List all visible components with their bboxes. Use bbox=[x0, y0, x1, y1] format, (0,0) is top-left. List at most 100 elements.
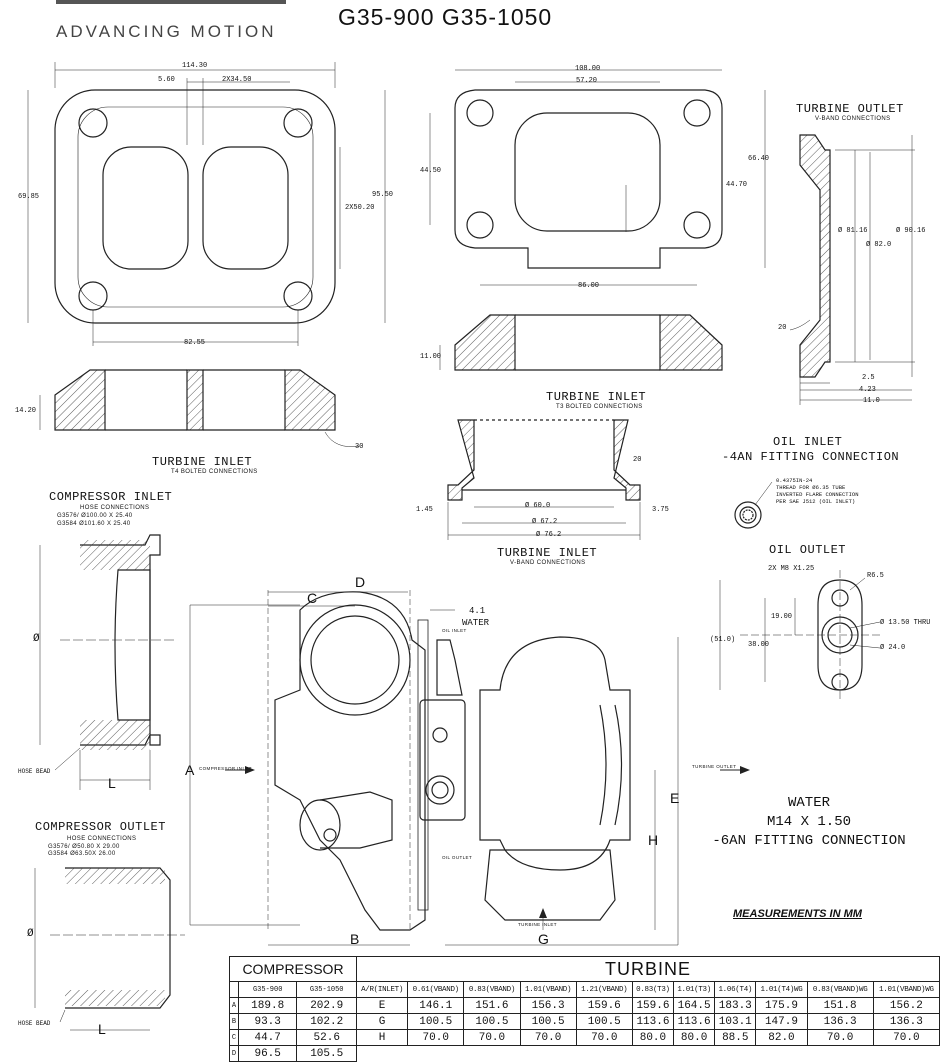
assembly-turbine-outlet-note: TURBINE OUTLET bbox=[692, 764, 737, 769]
vband-inlet-subtitle: V-BAND CONNECTIONS bbox=[510, 560, 586, 566]
t3-dim-width: 108.00 bbox=[575, 65, 601, 73]
turbine-table-header-cell: 1.01(VBAND)WG bbox=[872, 981, 940, 998]
table-cell: 147.9 bbox=[755, 1013, 808, 1030]
table-cell: 82.0 bbox=[755, 1029, 808, 1046]
table-cell: 136.3 bbox=[806, 1013, 874, 1030]
turbine-outlet-d2: Ø 82.0 bbox=[866, 241, 892, 249]
table-cell: 202.9 bbox=[296, 997, 357, 1014]
table-cell: 151.8 bbox=[806, 997, 874, 1014]
compressor-table-header-cell bbox=[229, 981, 239, 998]
table-cell: 52.6 bbox=[296, 1029, 357, 1046]
table-row: A 189.8 202.9 bbox=[229, 997, 357, 1014]
table-cell: 183.3 bbox=[714, 997, 757, 1014]
t3-flange-view bbox=[429, 69, 766, 286]
compressor-inlet-diam: Ø bbox=[33, 633, 40, 645]
assembly-oil-outlet-note: OIL OUTLET bbox=[442, 855, 473, 860]
turbine-outlet-w1: 2.5 bbox=[862, 374, 875, 382]
assembly-label-b: B bbox=[350, 931, 360, 947]
turbine-outlet-w3: 11.0 bbox=[863, 397, 880, 405]
compressor-inlet-length: L bbox=[108, 775, 116, 791]
units-note: MEASUREMENTS IN MM bbox=[733, 908, 862, 920]
turbine-table-header-cell: 0.83(VBAND)WG bbox=[806, 981, 874, 998]
compressor-outlet-spec-1: G3576/ Ø50.80 X 29.00 bbox=[48, 844, 120, 850]
table-row: D 96.5 105.5 bbox=[229, 1045, 357, 1062]
oil-outlet-spacing: 38.00 bbox=[748, 641, 770, 649]
compressor-table-header-cell: G35-1050 bbox=[296, 981, 357, 998]
oil-outlet-title: OIL OUTLET bbox=[769, 543, 847, 557]
row-label: G bbox=[355, 1013, 409, 1030]
turbine-table-header-cell: 1.21(VBAND) bbox=[575, 981, 633, 998]
assembly-water-label: WATER bbox=[462, 618, 490, 628]
assembly-label-c: C bbox=[307, 590, 318, 606]
table-cell: 189.8 bbox=[237, 997, 298, 1014]
table-cell: 103.1 bbox=[714, 1013, 757, 1030]
table-cell: 164.5 bbox=[673, 997, 716, 1014]
vband-inlet-angle: 20 bbox=[633, 456, 642, 464]
turbine-outlet-w2: 4.23 bbox=[859, 386, 876, 394]
t4-dim-thickness: 14.20 bbox=[15, 407, 37, 415]
compressor-inlet-spec-1: G3576/ Ø100.00 X 25.40 bbox=[57, 513, 133, 519]
compressor-inlet-spec-2: G3584 Ø101.60 X 25.40 bbox=[57, 521, 131, 527]
table-cell: 102.2 bbox=[296, 1013, 357, 1030]
table-row: G 100.5 100.5 100.5 100.5 113.6 113.6 10… bbox=[355, 1013, 940, 1030]
table-cell: 70.0 bbox=[463, 1029, 521, 1046]
t4-flange-section bbox=[39, 369, 361, 447]
table-cell: 156.2 bbox=[872, 997, 940, 1014]
t3-dim-thickness: 11.00 bbox=[420, 353, 442, 361]
turbine-table-header-cell: 0.83(VBAND) bbox=[463, 981, 521, 998]
turbine-table-header-cell: 1.01(T4)WG bbox=[755, 981, 808, 998]
turbine-outlet-section bbox=[789, 134, 915, 405]
compressor-inlet-hose bbox=[39, 534, 175, 790]
t3-dim-right-height: 66.40 bbox=[748, 155, 770, 163]
oil-outlet-width: (51.0) bbox=[710, 636, 736, 644]
table-row: E 146.1 151.6 156.3 159.6 159.6 164.5 18… bbox=[355, 997, 940, 1014]
table-cell: 70.0 bbox=[407, 1029, 465, 1046]
turbine-outlet-angle: 20 bbox=[778, 324, 787, 332]
compressor-inlet-title: COMPRESSOR INLET bbox=[49, 490, 173, 504]
oil-outlet-radius: R6.5 bbox=[867, 572, 884, 580]
assembly-label-d: D bbox=[355, 574, 366, 590]
turbine-table-title: TURBINE bbox=[356, 956, 940, 982]
table-row: C 44.7 52.6 bbox=[229, 1029, 357, 1046]
t4-dim-bottom: 82.55 bbox=[184, 339, 206, 347]
oil-inlet-note-4: PER SAE J512 (OIL INLET) bbox=[776, 498, 856, 505]
oil-outlet-thread: 2X M8 X1.25 bbox=[768, 565, 815, 573]
brand-logo-bar bbox=[56, 0, 286, 4]
t3-inlet-title: TURBINE INLET bbox=[546, 390, 647, 404]
turbine-outlet-subtitle: V-BAND CONNECTIONS bbox=[815, 116, 891, 122]
turbine-table: TURBINE A/R(INLET) 0.61(VBAND) 0.83(VBAN… bbox=[355, 956, 940, 1046]
t3-flange-section bbox=[439, 314, 723, 371]
table-cell: 70.0 bbox=[806, 1029, 874, 1046]
row-label: C bbox=[229, 1029, 239, 1046]
turbine-table-header-cell: A/R(INLET) bbox=[355, 981, 409, 998]
row-label: H bbox=[355, 1029, 409, 1046]
table-row: H 70.0 70.0 70.0 70.0 80.0 80.0 88.5 82.… bbox=[355, 1029, 940, 1046]
table-row: B 93.3 102.2 bbox=[229, 1013, 357, 1030]
table-cell: 151.6 bbox=[463, 997, 521, 1014]
turbine-table-header-cell: 1.01(VBAND) bbox=[519, 981, 577, 998]
table-cell: 96.5 bbox=[237, 1045, 298, 1062]
compressor-table-title: COMPRESSOR bbox=[229, 956, 357, 982]
table-cell: 159.6 bbox=[631, 997, 675, 1014]
oil-inlet-title: OIL INLET bbox=[773, 435, 843, 449]
vband-inlet-d1: Ø 60.0 bbox=[525, 502, 551, 510]
row-label: D bbox=[229, 1045, 239, 1062]
vband-inlet-lip-left: 1.45 bbox=[416, 506, 433, 514]
assembly-label-h: H bbox=[648, 832, 659, 848]
vband-inlet-section bbox=[447, 419, 641, 540]
compressor-outlet-length: L bbox=[98, 1021, 106, 1037]
water-spec-line-1: WATER bbox=[787, 795, 830, 811]
t3-dim-left-height: 44.50 bbox=[420, 167, 442, 175]
compressor-outlet-subtitle: HOSE CONNECTIONS bbox=[67, 836, 137, 842]
table-cell: 44.7 bbox=[237, 1029, 298, 1046]
t3-dim-port-height: 44.70 bbox=[726, 181, 748, 189]
assembly-turbine-inlet-note: TURBINE INLET bbox=[518, 922, 557, 927]
turbine-outlet-title: TURBINE OUTLET bbox=[796, 102, 904, 116]
t4-inlet-title: TURBINE INLET bbox=[152, 455, 253, 469]
oil-outlet-offset: 19.00 bbox=[771, 613, 793, 621]
table-cell: 70.0 bbox=[575, 1029, 633, 1046]
compressor-outlet-hose bbox=[34, 867, 185, 1031]
vband-inlet-title: TURBINE INLET bbox=[497, 546, 598, 560]
turbine-outlet-d3: Ø 90.16 bbox=[896, 227, 926, 235]
